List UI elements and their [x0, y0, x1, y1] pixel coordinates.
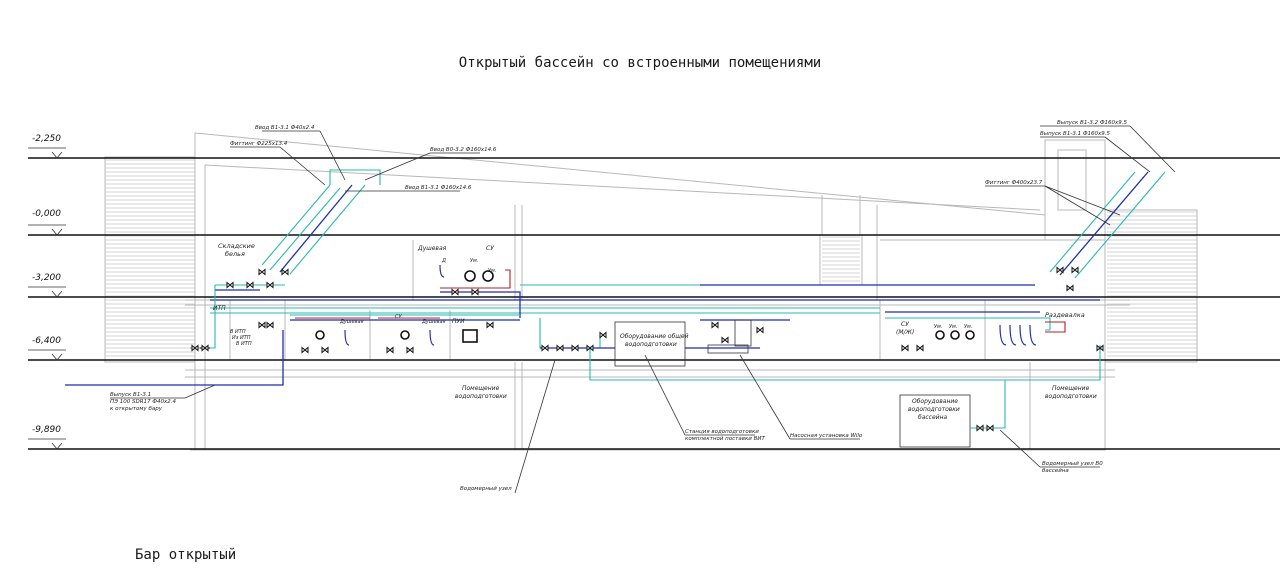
room-itp: ИТП	[213, 305, 226, 312]
callout-out-left-2: ПЭ 100 SDR17 Ф40х2.4	[110, 399, 177, 405]
callout-fitting-left: Фиттинг Ф225х13.4	[230, 141, 288, 147]
callout-water-meter: Водомерный узел	[460, 486, 512, 492]
level-label: -6,400	[32, 336, 61, 346]
label-d-1: Д	[441, 258, 446, 264]
level-1: -2,250	[28, 134, 1280, 159]
callout-pump: Насосная установка Wilo	[790, 433, 863, 439]
label-um-3: Ум.	[934, 324, 942, 330]
callout-out-b1-32: Выпуск В1-3.2 Ф160х9.5	[1057, 120, 1128, 126]
room-shower-2: Душевая	[339, 319, 364, 325]
room-changing: Раздевалка	[1045, 311, 1085, 319]
callout-texts: Ввод В1-3.1 Ф40х2.4 Фиттинг Ф225х13.4 Вв…	[110, 120, 1128, 492]
level-label: -0,000	[32, 209, 61, 219]
callout-meter-b0-2: бассейна	[1042, 468, 1069, 474]
elevation-levels: -2,250 -0,000 -3,200 -6,400 -9,890	[28, 134, 1280, 450]
callout-in-b0: Ввод В0-3.2 Ф160х14.6	[430, 147, 497, 153]
room-wc-2: СУ	[395, 314, 402, 320]
room-wc-top: СУ	[486, 245, 494, 252]
fixture-labels: Ум. Ум. Д В ИТП Из ИТП В ИТП Ум. Ум. Ум.	[230, 258, 972, 347]
label-um-2: Ум.	[488, 268, 496, 274]
label-um-4: Ум.	[949, 324, 957, 330]
room-shower-3: Душевая	[421, 319, 446, 325]
callout-in-b1-mid: Ввод В1-3.1 Ф160х14.6	[405, 185, 472, 191]
label-um-1: Ум.	[470, 258, 478, 264]
leader-lines	[110, 125, 1176, 494]
room-wc-fw: СУ(М/Ж)	[896, 321, 914, 336]
pipes	[65, 169, 1166, 429]
callout-fitting-right: Фиттинг Ф400х23.7	[985, 180, 1043, 186]
callout-out-left-3: к открытому бару	[110, 406, 163, 412]
label-itp-2: Из ИТП	[232, 335, 251, 341]
label-um-5: Ум.	[964, 324, 972, 330]
room-shower: Душевая	[417, 245, 447, 252]
callout-out-b1-31: Выпуск В1-3.1 Ф160х9.5	[1040, 131, 1111, 137]
level-2: -0,000	[28, 209, 1280, 236]
callout-station: Станция водоподготовки	[685, 429, 759, 435]
level-label: -2,250	[32, 134, 61, 144]
callout-in-b1-top: Ввод В1-3.1 Ф40х2.4	[255, 125, 315, 131]
callout-out-left-1: Выпуск В1-3.1	[110, 392, 151, 398]
equipment-general-box	[614, 321, 686, 367]
fixtures	[191, 264, 1104, 432]
level-3: -3,200	[28, 273, 1280, 298]
label-itp-3: В ИТП	[236, 341, 252, 347]
equipment-pool-box	[899, 394, 971, 448]
level-5: -9,890	[28, 425, 1280, 450]
footer-caption: Бар открытый	[135, 547, 236, 563]
callout-meter-b0-1: Водомерный узел В0	[1042, 461, 1103, 467]
callout-station-2: комплектной поставки ВИТ	[685, 436, 765, 442]
label-itp-1: В ИТП	[230, 329, 246, 335]
level-label: -9,890	[32, 425, 61, 435]
level-4: -6,400	[28, 336, 1280, 361]
drawing-title: Открытый бассейн со встроенными помещени…	[459, 55, 821, 71]
room-pui: ПУИ	[452, 318, 465, 325]
level-label: -3,200	[32, 273, 61, 283]
